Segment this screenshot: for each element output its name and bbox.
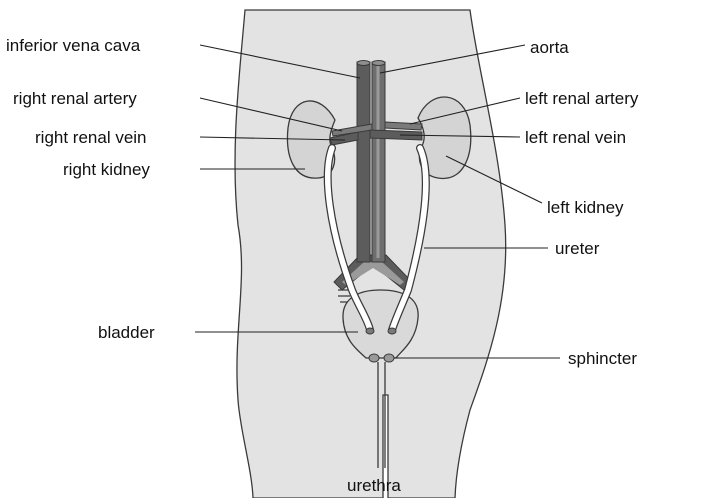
vena-cava-top bbox=[357, 61, 370, 66]
left-ureter-opening bbox=[388, 328, 396, 334]
sphincter-right-shape bbox=[384, 354, 394, 362]
label-aorta: aorta bbox=[530, 38, 569, 57]
label-left-renal-vein: left renal vein bbox=[525, 128, 626, 147]
label-left-kidney: left kidney bbox=[547, 198, 624, 217]
inferior-vena-cava-shape bbox=[357, 62, 370, 262]
label-left-renal-artery: left renal artery bbox=[525, 89, 639, 108]
sphincter-left-shape bbox=[369, 354, 379, 362]
label-ureter: ureter bbox=[555, 239, 600, 258]
aorta-top bbox=[372, 61, 385, 66]
label-inferior-vena-cava: inferior vena cava bbox=[6, 36, 141, 55]
label-urethra: urethra bbox=[347, 476, 401, 495]
label-bladder: bladder bbox=[98, 323, 155, 342]
right-ureter-opening bbox=[366, 328, 374, 334]
label-sphincter: sphincter bbox=[568, 349, 637, 368]
label-right-renal-artery: right renal artery bbox=[13, 89, 137, 108]
label-right-kidney: right kidney bbox=[63, 160, 150, 179]
label-right-renal-vein: right renal vein bbox=[35, 128, 147, 147]
left-renal-artery-shape bbox=[385, 122, 422, 130]
